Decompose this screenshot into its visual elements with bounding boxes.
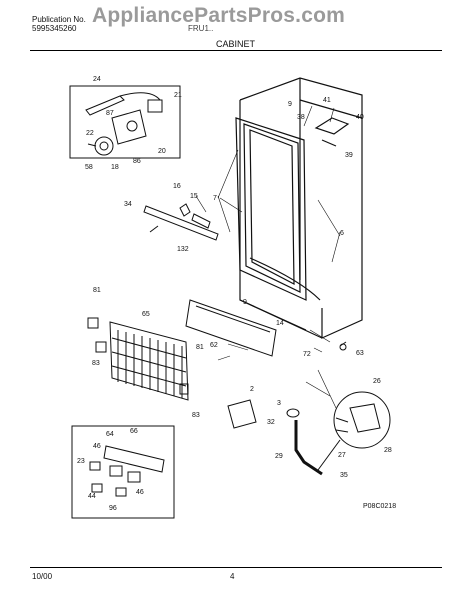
- callout-58: 58: [85, 164, 93, 171]
- watermark-text: AppliancePartsPros.com: [92, 4, 345, 27]
- callout-24: 24: [93, 76, 101, 83]
- callout-40: 40: [356, 114, 364, 121]
- callout-6: 6: [340, 230, 344, 237]
- drain-fitting: [227, 399, 257, 429]
- callout-3: 3: [277, 400, 281, 407]
- callout-63: 63: [356, 350, 364, 357]
- callout-15: 15: [190, 193, 198, 200]
- callout-27: 27: [338, 452, 346, 459]
- callout-96: 96: [109, 505, 117, 512]
- callout-46-top: 46: [93, 443, 101, 450]
- footer-date: 10/00: [32, 572, 53, 581]
- callout-41: 41: [323, 97, 331, 104]
- callout-20: 20: [158, 148, 166, 155]
- callout-2: 2: [250, 386, 254, 393]
- page-number: 4: [230, 572, 235, 581]
- callout-87: 87: [106, 110, 114, 117]
- callout-66: 66: [130, 428, 138, 435]
- callout-29: 29: [275, 453, 283, 460]
- control-assembly-drawing: [85, 92, 163, 156]
- callout-81-right: 81: [196, 344, 204, 351]
- callout-9-bottom: 9: [243, 299, 247, 306]
- drain-tube-drawing: [294, 420, 323, 476]
- footer-rule: [30, 567, 442, 568]
- publication-label: Publication No.: [32, 15, 86, 24]
- callout-38: 38: [297, 114, 305, 121]
- callout-65: 65: [142, 311, 150, 318]
- callout-28: 28: [384, 447, 392, 454]
- inset-circle-drawing: [317, 391, 391, 471]
- callout-39: 39: [345, 152, 353, 159]
- inset-box-control: [69, 85, 181, 159]
- leader-lines: [195, 105, 341, 409]
- callout-18: 18: [111, 164, 119, 171]
- callout-16: 16: [173, 183, 181, 190]
- callout-83-right: 83: [192, 412, 200, 419]
- header-rule: [30, 50, 442, 51]
- callout-81-left: 81: [93, 287, 101, 294]
- callout-62: 62: [210, 342, 218, 349]
- section-title: CABINET: [216, 39, 256, 49]
- model-number-obscured: FRU1..: [188, 24, 214, 33]
- callout-132: 132: [177, 246, 189, 253]
- callout-21: 21: [174, 92, 182, 99]
- hardware-drawing: [89, 445, 165, 497]
- kickplate-drawing: [185, 299, 277, 357]
- inset-box-hardware: [71, 425, 175, 519]
- callout-9-top: 9: [288, 101, 292, 108]
- callout-46-bottom: 46: [136, 489, 144, 496]
- publication-number: 5995345260: [32, 24, 77, 33]
- callout-7: 7: [213, 195, 217, 202]
- callout-72: 72: [303, 351, 311, 358]
- callout-44: 44: [88, 493, 96, 500]
- callout-26: 26: [373, 378, 381, 385]
- callout-14: 14: [276, 320, 284, 327]
- callout-34: 34: [124, 201, 132, 208]
- drain-cap: [286, 408, 300, 418]
- callout-23: 23: [77, 458, 85, 465]
- callout-64: 64: [106, 431, 114, 438]
- cabinet-body-drawing: [235, 77, 363, 339]
- callout-32: 32: [267, 419, 275, 426]
- callout-83-left: 83: [92, 360, 100, 367]
- callout-22: 22: [86, 130, 94, 137]
- figure-code: P08C0218: [363, 503, 397, 510]
- callout-35: 35: [340, 472, 348, 479]
- breaker-strip-drawing: [143, 203, 219, 241]
- basket-drawing: [87, 317, 189, 401]
- callout-86: 86: [133, 158, 141, 165]
